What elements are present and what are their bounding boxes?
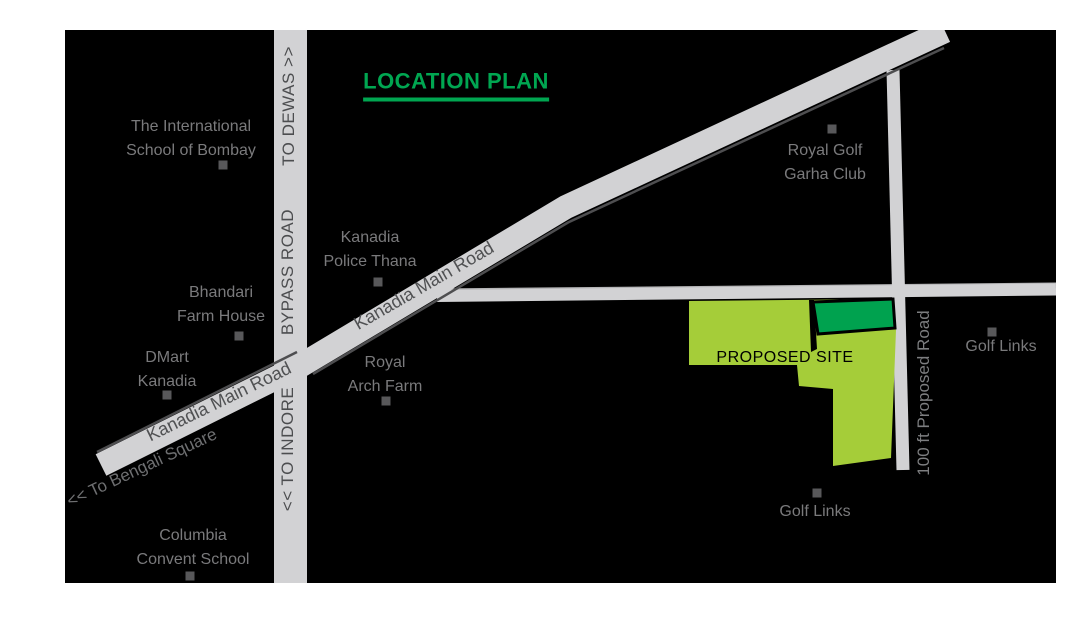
marker-royal-golf-garha-club-icon xyxy=(827,124,837,134)
place-golf-links-east: Golf Links xyxy=(965,335,1036,359)
place-kanadia-police-thana: Kanadia Police Thana xyxy=(323,226,416,274)
marker-international-school-icon xyxy=(218,160,228,170)
map-canvas: LOCATION PLAN TO DEWAS >> BYPASS ROAD <<… xyxy=(65,30,1056,583)
road-label-100ft-proposed: 100 ft Proposed Road xyxy=(914,310,933,476)
bypass-road-boundary-line xyxy=(307,30,310,583)
place-label-line: Columbia xyxy=(159,527,227,544)
horizontal-road-edge xyxy=(436,282,1056,291)
place-international-school: The International School of Bombay xyxy=(126,115,256,163)
place-dmart-kanadia: DMart Kanadia xyxy=(138,346,197,394)
kanadia-road-bottom-edge xyxy=(312,46,945,376)
proposed-site-label: PROPOSED SITE xyxy=(716,349,854,366)
proposed-site-parcel xyxy=(689,299,896,466)
place-label-line: Farm House xyxy=(176,308,266,325)
proposed-road-shape xyxy=(886,69,910,471)
horizontal-road-shape xyxy=(436,283,1056,302)
place-columbia-convent-school: Columbia Convent School xyxy=(137,524,250,572)
road-label-to-dewas: TO DEWAS >> xyxy=(279,46,298,166)
place-label-line: Golf Links xyxy=(965,338,1037,355)
place-label-line: Royal Golf xyxy=(787,142,863,159)
marker-dmart-kanadia-icon xyxy=(162,390,172,400)
marker-royal-arch-farm-icon xyxy=(381,396,391,406)
road-label-to-indore: << TO INDORE xyxy=(278,386,297,512)
place-label-line: School of Bombay xyxy=(126,142,256,159)
kanadia-main-road-shape xyxy=(95,30,951,476)
place-royal-arch-farm: Royal Arch Farm xyxy=(348,351,423,399)
proposed-site-dark-parcel xyxy=(811,297,897,336)
place-label-line: Convent School xyxy=(136,551,250,568)
place-label-line: Kanadia xyxy=(137,373,197,390)
kanadia-road-top-edge xyxy=(96,350,298,454)
place-label-line: DMart xyxy=(145,349,189,366)
marker-bhandari-farm-house-icon xyxy=(234,331,244,341)
place-label-line: Royal xyxy=(364,354,406,371)
place-royal-golf-garha-club: Royal Golf Garha Club xyxy=(784,139,866,187)
place-label-line: Bhandari xyxy=(188,284,254,301)
road-label-bypass: BYPASS ROAD xyxy=(278,208,297,336)
place-label-line: The International xyxy=(130,118,252,135)
marker-kanadia-police-thana-icon xyxy=(373,277,383,287)
place-label-line: Arch Farm xyxy=(347,378,423,395)
parcel-division-line xyxy=(809,300,817,352)
marker-columbia-convent-school-icon xyxy=(185,571,195,581)
place-golf-links-south: Golf Links xyxy=(779,500,850,524)
place-label-line: Garha Club xyxy=(784,166,866,183)
page-title: LOCATION PLAN xyxy=(363,69,549,102)
place-label-line: Kanadia xyxy=(340,229,400,246)
place-label-line: Police Thana xyxy=(323,253,417,270)
bypass-road-shape xyxy=(274,30,307,583)
marker-golf-links-east-icon xyxy=(987,327,997,337)
place-label-line: Golf Links xyxy=(779,503,851,520)
map-drawing xyxy=(95,30,1056,583)
place-bhandari-farm-house: Bhandari Farm House xyxy=(177,281,265,329)
marker-golf-links-south-icon xyxy=(812,488,822,498)
